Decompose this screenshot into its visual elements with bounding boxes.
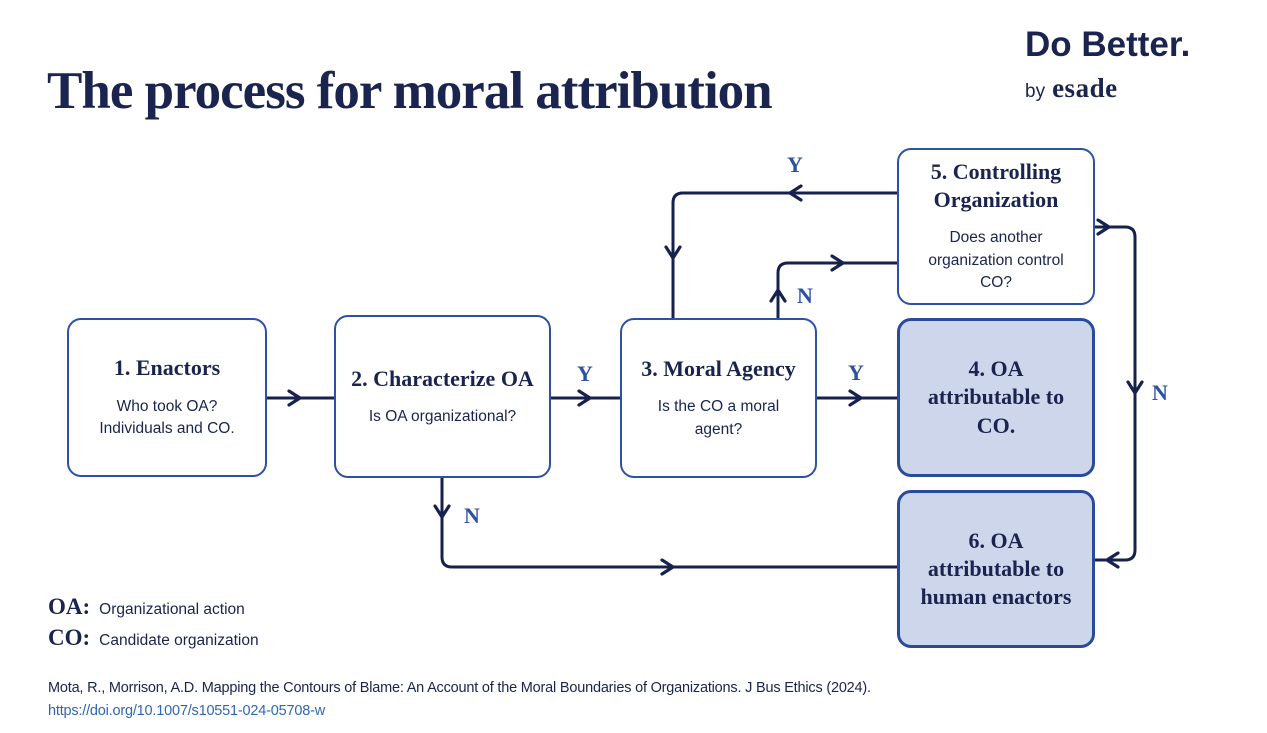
arrowhead-left <box>788 184 803 202</box>
legend-row-co: CO: Candidate organization <box>48 625 259 651</box>
node-oa-attributable-to-co: 4. OA attributable to CO. <box>897 318 1095 477</box>
arrowhead-right <box>1096 218 1111 236</box>
node-body: Is OA organizational? <box>368 407 517 425</box>
node-moral-agency: 3. Moral Agency Is the CO a moral agent? <box>620 318 817 478</box>
edge-characterize-to-oa-human <box>440 478 897 569</box>
arrowhead-right <box>830 254 845 272</box>
node-body: Does another organization control CO? <box>928 229 1064 292</box>
edge-controlling-org-to-moral-agency <box>671 191 897 318</box>
citation: Mota, R., Morrison, A.D. Mapping the Con… <box>48 679 1128 721</box>
page-title: The process for moral attribution <box>47 61 773 120</box>
node-title: 1. Enactors <box>113 355 221 381</box>
edge-controlling-org-to-oa-human <box>1095 225 1137 562</box>
logo-byline: by esade <box>1025 73 1235 104</box>
node-body: Who took OA? Individuals and CO. <box>99 397 235 438</box>
edge-label-no: N <box>464 503 480 528</box>
doi-link[interactable]: https://doi.org/10.1007/s10551-024-05708… <box>48 702 325 719</box>
arrowhead-right <box>577 389 592 407</box>
arrowhead-right <box>660 558 675 576</box>
node-characterize-oa: 2. Characterize OA Is OA organizational? <box>334 315 551 478</box>
arrowhead-down <box>1126 380 1144 395</box>
arrowhead-right <box>848 389 863 407</box>
node-oa-attributable-to-humans: 6. OA attributable to human enactors <box>897 490 1095 648</box>
edge-label-yes: Y <box>577 361 593 386</box>
legend-row-oa: OA: Organizational action <box>48 594 259 620</box>
arrowhead-left <box>1105 551 1120 569</box>
node-title: 6. OA attributable to human enactors <box>920 527 1072 610</box>
node-title: 2. Characterize OA <box>351 365 534 391</box>
do-better-esade-logo: Do Better. by esade <box>1025 25 1235 104</box>
arrowhead-down <box>433 504 451 519</box>
edge-label-yes: Y <box>848 360 864 385</box>
logo-wordmark: Do Better. <box>1025 25 1191 64</box>
arrowhead-up <box>769 288 787 303</box>
legend-definition: Organizational action <box>99 601 245 618</box>
abbreviation-legend: OA: Organizational action CO: Candidate … <box>48 594 259 651</box>
esade-brand: esade <box>1052 72 1118 103</box>
edge-label-yes: Y <box>787 152 803 177</box>
logo-by-text: by <box>1025 80 1046 102</box>
legend-term: OA: <box>48 594 91 619</box>
node-body: Is the CO a moral agent? <box>657 398 780 438</box>
node-title: 4. OA attributable to CO. <box>927 356 1065 438</box>
node-title: 5. Controlling Organization <box>930 159 1062 213</box>
legend-definition: Candidate organization <box>99 632 259 649</box>
node-enactors: 1. Enactors Who took OA? Individuals and… <box>67 318 267 477</box>
citation-text: Mota, R., Morrison, A.D. Mapping the Con… <box>48 680 871 696</box>
edge-moral-agency-to-controlling-org <box>776 261 897 318</box>
legend-term: CO: <box>48 625 91 650</box>
node-title: 3. Moral Agency <box>641 355 796 381</box>
edge-label-no: N <box>1152 380 1168 405</box>
arrowhead-down <box>664 245 682 260</box>
node-controlling-organization: 5. Controlling Organization Does another… <box>897 148 1095 305</box>
edge-label-no: N <box>797 283 813 308</box>
arrowhead-right <box>287 389 302 407</box>
